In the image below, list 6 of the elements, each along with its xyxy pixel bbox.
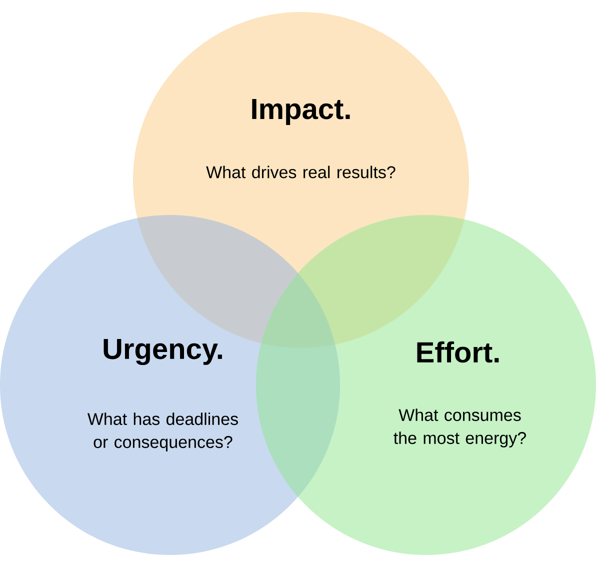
circle-heading: Effort. <box>417 341 499 363</box>
circle-heading: Urgency. <box>104 338 222 366</box>
circle-text: What consumes the most energy? <box>394 408 526 448</box>
circle-text: What drives real results? <box>206 166 396 178</box>
circle-heading: Impact. <box>252 99 350 125</box>
circle-text: What has deadlines or consequences? <box>87 412 238 452</box>
